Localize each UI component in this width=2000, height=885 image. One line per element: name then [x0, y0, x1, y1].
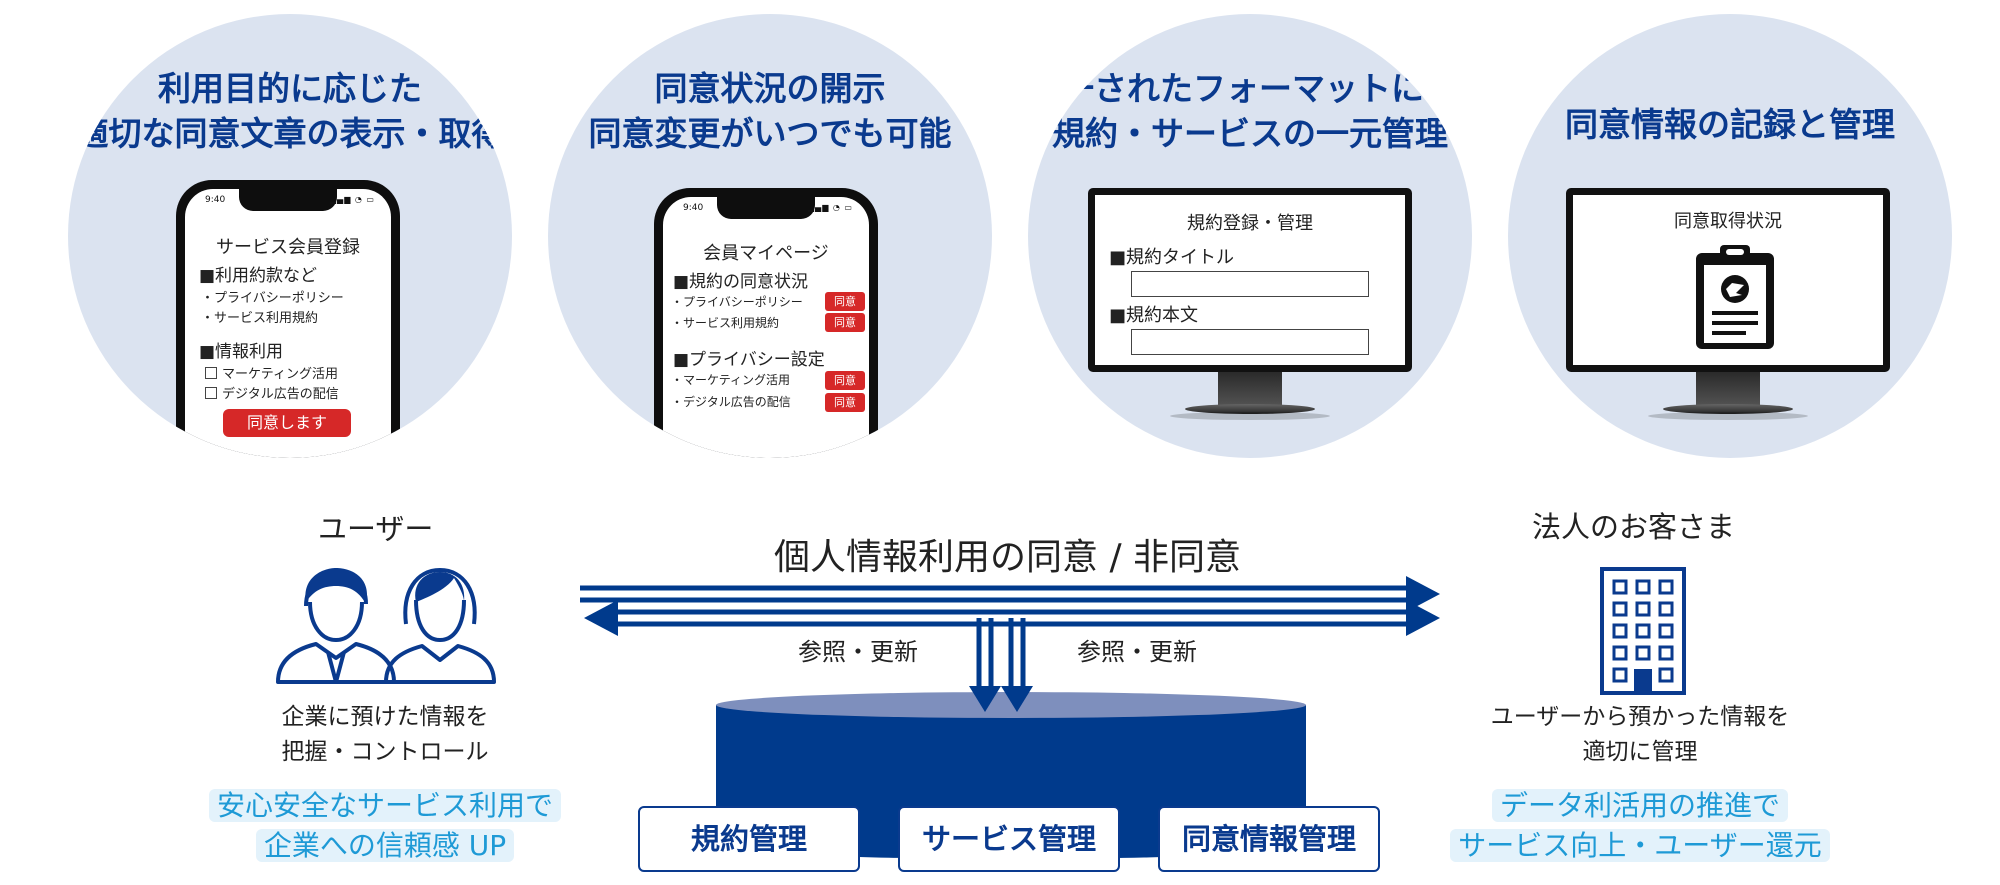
arrowhead-down-left — [969, 686, 1001, 712]
phone-item-marketing: ・マーケティング活用 — [671, 373, 791, 387]
company-description-line2: 適切に管理 — [1582, 739, 1698, 765]
phone-screen: 9:40 ▂▄▆ ◔ ▭ 会員マイページ ■規約の同意状況 ・プライバシーポリシ… — [663, 197, 869, 458]
phone-item-service-terms: ・サービス利用規約 — [671, 316, 780, 330]
arrow-down-left — [976, 618, 994, 690]
phone-section-privacy-settings: ■プライバシー設定 — [673, 350, 825, 370]
checkbox-box[interactable] — [205, 387, 217, 399]
feature-title-line2: 規約・サービスの一元管理 — [1052, 114, 1448, 153]
phone-item-digital-ads: ・デジタル広告の配信 — [671, 395, 791, 409]
ref-update-label-left: 参照・更新 — [798, 638, 918, 666]
feature-title: 同意状況の開示 同意変更がいつでも可能 — [548, 66, 992, 156]
clipboard-icon — [1696, 245, 1774, 349]
company-benefit: データ利活用の推進で サービス向上・ユーザー還元 — [1420, 786, 1860, 866]
monitor-title: 規約登録・管理 — [1187, 213, 1313, 234]
arrowhead-down-right — [1001, 686, 1033, 712]
consent-flow-label: 個人情報利用の同意 / 非同意 — [774, 537, 1242, 578]
feature-title-line1: 統一されたフォーマットによる — [1028, 69, 1472, 108]
phone-item-privacy-policy: ・プライバシーポリシー — [201, 291, 344, 306]
monitor-neck — [1218, 372, 1282, 408]
monitor-terms-registration: 規約登録・管理 ■規約タイトル ■規約本文 — [1088, 188, 1412, 372]
feature-title-line1: 同意状況の開示 — [654, 69, 886, 108]
monitor-shadow — [1648, 412, 1808, 420]
field-label-terms-body: ■規約本文 — [1109, 305, 1199, 326]
user-label: ユーザー — [318, 512, 434, 546]
phone-mockup-mypage: 9:40 ▂▄▆ ◔ ▭ 会員マイページ ■規約の同意状況 ・プライバシーポリシ… — [654, 188, 878, 458]
users-icon — [276, 568, 496, 684]
arrowhead-right-lower — [1406, 600, 1440, 636]
phone-notch — [239, 189, 337, 211]
monitor-shadow — [1170, 412, 1330, 420]
feature-title-line2: 同意変更がいつでも可能 — [588, 114, 952, 153]
user-benefit-line2: 企業への信頼感 UP — [170, 826, 600, 866]
company-benefit-line1: データ利活用の推進で — [1420, 786, 1860, 826]
building-icon — [1600, 567, 1686, 695]
ref-update-label-right: 参照・更新 — [1077, 638, 1197, 666]
checkbox-label: デジタル広告の配信 — [222, 387, 339, 402]
arrow-down-right — [1008, 618, 1026, 690]
phone-item-service-terms: ・サービス利用規約 — [201, 311, 319, 326]
status-icons: ▂▄▆ ◔ ▭ — [329, 195, 375, 204]
phone-mockup-registration: 9:40 ▂▄▆ ◔ ▭ サービス会員登録 ■利用約款など ・プライバシーポリシ… — [176, 180, 400, 458]
field-label-terms-title: ■規約タイトル — [1109, 247, 1235, 268]
feature-title: 同意情報の記録と管理 — [1508, 102, 1952, 147]
monitor-base — [1185, 404, 1315, 414]
arrow-to-company — [580, 585, 1410, 603]
service-management-box: サービス管理 — [898, 806, 1120, 872]
checkbox-marketing[interactable]: マーケティング活用 — [205, 363, 338, 382]
feature-title: 利用目的に応じた 適切な同意文章の表示・取得 — [68, 66, 512, 156]
agree-button[interactable]: 同意します — [223, 409, 351, 437]
checkbox-digital-ads[interactable]: デジタル広告の配信 — [205, 383, 339, 402]
feature-circle-consent-status: 同意状況の開示 同意変更がいつでも可能 9:40 ▂▄▆ ◔ ▭ 会員マイページ… — [548, 14, 992, 458]
consent-tag[interactable]: 同意 — [825, 371, 865, 390]
company-label: 法人のお客さま — [1532, 510, 1736, 544]
user-description: 企業に預けた情報を 把握・コントロール — [230, 700, 540, 770]
phone-notch — [717, 197, 815, 219]
feature-title-line1: 同意情報の記録と管理 — [1565, 105, 1895, 144]
monitor-consent-status: 同意取得状況 — [1566, 188, 1890, 372]
status-time: 9:40 — [205, 195, 226, 205]
phone-section-terms: ■利用約款など — [199, 266, 318, 286]
phone-title: 会員マイページ — [703, 243, 829, 264]
user-benefit: 安心安全なサービス利用で 企業への信頼感 UP — [170, 786, 600, 866]
monitor-screen: 規約登録・管理 ■規約タイトル ■規約本文 — [1095, 195, 1405, 365]
consent-info-management-box: 同意情報管理 — [1158, 806, 1380, 872]
arrow-to-user — [614, 609, 1410, 627]
status-time: 9:40 — [683, 203, 704, 213]
consent-tag[interactable]: 同意 — [825, 313, 865, 332]
consent-tag[interactable]: 同意 — [825, 393, 865, 412]
monitor-base — [1663, 404, 1793, 414]
feature-circle-consent-display: 利用目的に応じた 適切な同意文章の表示・取得 9:40 ▂▄▆ ◔ ▭ サービス… — [68, 14, 512, 458]
arrowhead-right — [1406, 576, 1440, 612]
terms-management-box: 規約管理 — [638, 806, 860, 872]
phone-item-privacy-policy: ・プライバシーポリシー — [671, 295, 803, 309]
feature-title-line2: 適切な同意文章の表示・取得 — [75, 114, 505, 153]
user-description-line1: 企業に預けた情報を — [281, 704, 489, 730]
feature-title: 統一されたフォーマットによる 規約・サービスの一元管理 — [1028, 66, 1472, 156]
monitor-screen: 同意取得状況 — [1573, 195, 1883, 365]
company-description-line1: ユーザーから預かった情報を — [1490, 704, 1790, 730]
status-icons: ▂▄▆ ◔ ▭ — [807, 203, 853, 212]
user-description-line2: 把握・コントロール — [281, 739, 489, 765]
monitor-title: 同意取得状況 — [1674, 211, 1782, 232]
company-benefit-line2: サービス向上・ユーザー還元 — [1420, 826, 1860, 866]
phone-screen: 9:40 ▂▄▆ ◔ ▭ サービス会員登録 ■利用約款など ・プライバシーポリシ… — [185, 189, 391, 458]
consent-tag[interactable]: 同意 — [825, 292, 865, 311]
phone-title: サービス会員登録 — [216, 237, 360, 258]
phone-section-info-use: ■情報利用 — [199, 342, 284, 362]
feature-circle-unified-format: 統一されたフォーマットによる 規約・サービスの一元管理 規約登録・管理 ■規約タ… — [1028, 14, 1472, 458]
arrowhead-left — [584, 600, 618, 636]
terms-title-field[interactable] — [1131, 271, 1369, 297]
feature-circle-consent-records: 同意情報の記録と管理 同意取得状況 — [1508, 14, 1952, 458]
user-benefit-line1: 安心安全なサービス利用で — [170, 786, 600, 826]
terms-body-field[interactable] — [1131, 329, 1369, 355]
phone-section-consent-status: ■規約の同意状況 — [673, 272, 809, 292]
feature-title-line1: 利用目的に応じた — [158, 69, 422, 108]
checkbox-box[interactable] — [205, 367, 217, 379]
monitor-neck — [1696, 372, 1760, 408]
checkbox-label: マーケティング活用 — [222, 367, 338, 382]
company-description: ユーザーから預かった情報を 適切に管理 — [1440, 700, 1840, 770]
